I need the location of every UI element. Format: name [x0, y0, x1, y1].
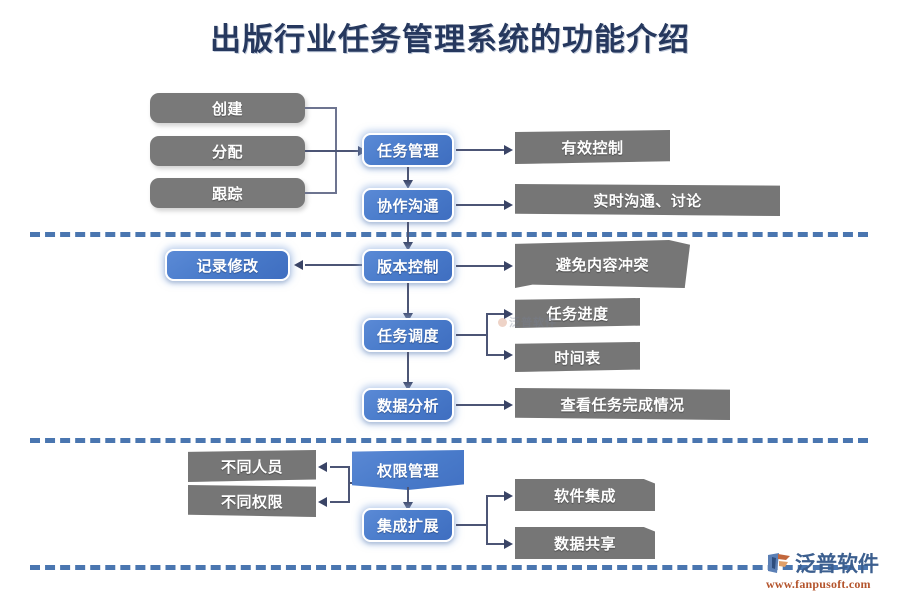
node-create[interactable]: 创建	[150, 93, 305, 123]
node-realtime-chat[interactable]: 实时沟通、讨论	[515, 184, 780, 216]
node-different-permissions[interactable]: 不同权限	[188, 485, 316, 517]
node-view-completion[interactable]: 查看任务完成情况	[515, 388, 730, 420]
node-label: 查看任务完成情况	[560, 396, 685, 414]
connector-to-timetable	[486, 354, 506, 356]
connector-track	[305, 192, 337, 194]
node-assign[interactable]: 分配	[150, 136, 305, 166]
brand-logo: 泛普软件 www.fanpusoft.com	[766, 550, 894, 594]
node-label: 记录修改	[196, 257, 259, 275]
node-label: 创建	[211, 100, 243, 118]
node-label: 任务调度	[376, 327, 439, 345]
arrow-to-integration	[403, 502, 413, 511]
arrow-to-view-completion	[504, 400, 513, 410]
node-label: 任务管理	[376, 142, 439, 160]
node-label: 任务进度	[546, 305, 609, 323]
section-divider-1	[30, 232, 868, 237]
arrow-to-task-progress	[504, 309, 513, 319]
node-label: 实时沟通、讨论	[593, 192, 702, 210]
node-avoid-conflict[interactable]: 避免内容冲突	[515, 240, 690, 288]
section-divider-3	[30, 565, 868, 570]
connector-integration-bus	[456, 524, 488, 526]
node-label: 跟踪	[211, 185, 243, 203]
connector-schedule-bus-vertical	[486, 313, 488, 355]
node-effective-control[interactable]: 有效控制	[515, 130, 670, 164]
connector-permission-bus-vertical	[348, 466, 350, 502]
connector-version-to-record	[305, 264, 362, 266]
node-version-control[interactable]: 版本控制	[362, 249, 454, 283]
connector-task-to-control	[456, 149, 506, 151]
connector-assign	[305, 150, 360, 152]
logo-name: 泛普软件	[795, 552, 879, 576]
node-label: 权限管理	[376, 462, 439, 480]
arrow-to-avoid-conflict	[504, 261, 513, 271]
connector-permission-to-integration	[407, 487, 409, 504]
arrow-to-record-change	[294, 260, 303, 270]
node-collaboration[interactable]: 协作沟通	[362, 188, 454, 222]
node-different-personnel[interactable]: 不同人员	[188, 450, 316, 482]
arrow-to-data-analysis	[403, 382, 413, 391]
node-label: 版本控制	[376, 258, 439, 276]
connector-collab-to-realtime	[456, 204, 506, 206]
arrow-to-different-personnel	[318, 462, 327, 472]
node-task-management[interactable]: 任务管理	[362, 133, 454, 167]
connector-task-to-collab	[407, 167, 409, 182]
node-label: 数据共享	[553, 535, 616, 553]
arrow-to-data-sharing	[504, 539, 513, 549]
connector-analysis-to-view	[456, 404, 506, 406]
node-label: 分配	[211, 143, 243, 161]
arrow-to-different-permissions	[318, 497, 327, 507]
node-permission-management[interactable]: 权限管理	[352, 450, 464, 490]
node-label: 避免内容冲突	[555, 256, 649, 274]
node-software-integration[interactable]: 软件集成	[515, 479, 655, 511]
node-label: 集成扩展	[376, 517, 439, 535]
arrow-to-software-integration	[504, 491, 513, 501]
connector-schedule-bus	[456, 334, 488, 336]
connector-to-personnel	[330, 466, 350, 468]
node-record-change[interactable]: 记录修改	[165, 249, 290, 281]
node-label: 有效控制	[561, 139, 624, 157]
arrow-to-collaboration	[403, 180, 413, 189]
connector-to-software-integration	[486, 495, 506, 497]
node-integration-extension[interactable]: 集成扩展	[362, 508, 454, 542]
node-label: 时间表	[554, 349, 601, 367]
section-divider-2	[30, 438, 868, 443]
connector-version-to-schedule	[407, 283, 409, 315]
node-data-sharing[interactable]: 数据共享	[515, 527, 655, 559]
node-data-analysis[interactable]: 数据分析	[362, 388, 454, 422]
watermark-dot-icon	[498, 318, 507, 327]
node-track[interactable]: 跟踪	[150, 178, 305, 208]
arrow-to-timetable	[504, 350, 513, 360]
node-task-progress[interactable]: 任务进度	[515, 298, 640, 328]
connector-integration-bus-vertical	[486, 495, 488, 545]
node-task-schedule[interactable]: 任务调度	[362, 318, 454, 352]
fanpu-logo-icon	[766, 551, 792, 576]
connector-collab-to-version	[407, 222, 409, 244]
arrow-to-realtime-chat	[504, 200, 513, 210]
logo-url: www.fanpusoft.com	[766, 577, 871, 591]
node-label: 不同权限	[220, 493, 283, 511]
arrow-to-effective-control	[504, 145, 513, 155]
node-label: 软件集成	[553, 487, 616, 505]
connector-version-to-conflict	[456, 265, 506, 267]
node-label: 协作沟通	[376, 197, 439, 215]
arrow-to-task-schedule	[403, 313, 413, 322]
connector-to-progress	[486, 313, 506, 315]
connector-schedule-to-analysis	[407, 352, 409, 384]
connector-to-data-sharing	[486, 543, 506, 545]
node-timetable[interactable]: 时间表	[515, 342, 640, 372]
node-label: 不同人员	[220, 458, 283, 476]
arrow-to-version-control	[403, 242, 413, 251]
connector-create	[305, 107, 337, 109]
node-label: 数据分析	[376, 397, 439, 415]
page-title: 出版行业任务管理系统的功能介绍	[210, 22, 690, 57]
connector-to-permissions	[330, 501, 350, 503]
